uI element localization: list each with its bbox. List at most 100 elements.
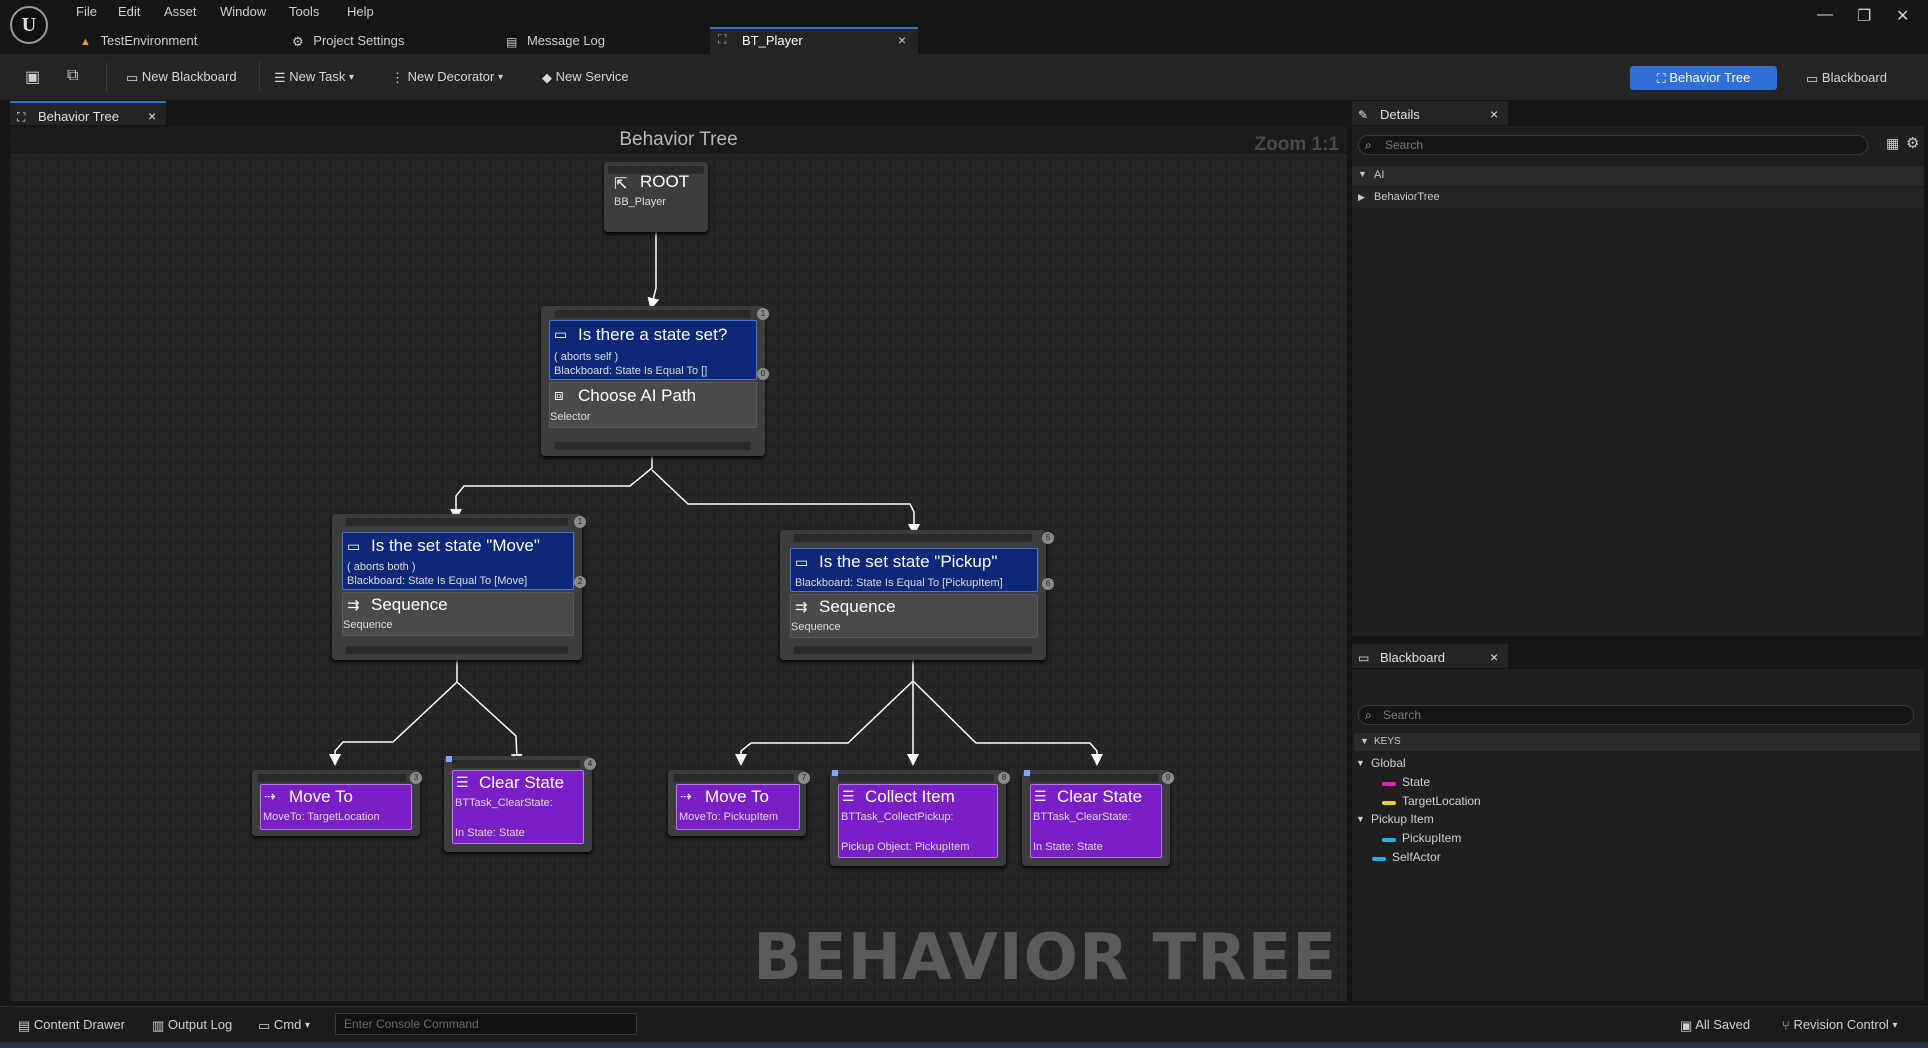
blackboard-tab[interactable]: ▭ Blackboard × xyxy=(1352,644,1508,668)
composite-sequence[interactable]: ⇉ Sequence Sequence xyxy=(342,592,574,636)
menu-tools[interactable]: Tools xyxy=(289,4,320,19)
key-group-global[interactable]: Global xyxy=(1371,756,1406,770)
blackboard-panel: ⌕ Search ▼ KEYS ▼ Global State TargetLoc… xyxy=(1352,669,1924,1001)
console-input[interactable]: Enter Console Command xyxy=(335,1013,637,1035)
decorator-title: Is there a state set? xyxy=(578,325,728,344)
node-title: ROOT xyxy=(640,172,690,191)
node-sequence-pickup[interactable]: ▭ Is the set state "Pickup" Blackboard: … xyxy=(780,530,1054,660)
chevron-right-icon: ▶ xyxy=(1358,192,1365,202)
minimize-button[interactable]: — xyxy=(1817,6,1833,23)
chevron-down-icon: ▾ xyxy=(497,72,503,84)
output-log-icon: ▥ xyxy=(152,1017,165,1033)
decorator-state-move[interactable]: ▭ Is the set state "Move" ( aborts both … xyxy=(342,532,574,590)
decorator-state-pickup[interactable]: ▭ Is the set state "Pickup" Blackboard: … xyxy=(790,548,1038,592)
output-log-button[interactable]: ▥ Output Log xyxy=(152,1017,232,1034)
blackboard-decorator-icon: ▭ xyxy=(347,538,361,554)
breakpoint-flag xyxy=(832,770,838,776)
tab-bt-player[interactable]: ⛶ BT_Player × xyxy=(710,27,918,55)
task-clear-state[interactable]: ☰ Clear State BTTask_ClearState: In Stat… xyxy=(452,770,584,844)
save-icon[interactable]: ▣ xyxy=(25,69,41,86)
execution-index: 3 xyxy=(410,772,422,784)
settings-icon[interactable]: ⚙ xyxy=(1906,135,1920,152)
node-move-to-location[interactable]: ⇢ Move To MoveTo: TargetLocation 3 xyxy=(252,770,422,836)
key-type-swatch xyxy=(1382,838,1396,842)
close-tab-icon[interactable]: × xyxy=(1490,649,1499,665)
decorator-condition: Blackboard: State Is Equal To [] xyxy=(554,365,708,377)
menu-help[interactable]: Help xyxy=(347,4,374,19)
key-group-pickup-item[interactable]: Pickup Item xyxy=(1371,812,1434,826)
composite-selector[interactable]: ⧈ Choose AI Path Selector xyxy=(549,382,757,428)
new-blackboard-button[interactable]: ▭ New Blackboard xyxy=(126,69,237,86)
graph-tab[interactable]: ⛶ Behavior Tree × xyxy=(10,101,166,125)
node-sequence-move[interactable]: ▭ Is the set state "Move" ( aborts both … xyxy=(332,514,586,660)
tab-label: Message Log xyxy=(526,33,606,48)
key-pickup-item[interactable]: PickupItem xyxy=(1402,831,1462,845)
close-window-button[interactable]: ✕ xyxy=(1896,8,1910,25)
details-tab[interactable]: ✎ Details × xyxy=(1352,101,1508,125)
revision-control-button[interactable]: ⑂ Revision Control ▾ xyxy=(1782,1017,1897,1033)
blackboard-decorator-icon: ▭ xyxy=(554,326,568,342)
tab-label: BT_Player xyxy=(742,33,803,48)
mode-behavior-tree-button[interactable]: ⛶ Behavior Tree xyxy=(1630,66,1777,90)
details-row-behavior-tree[interactable]: ▶ BehaviorTree xyxy=(1352,188,1924,208)
node-clear-state-pickup[interactable]: ☰ Clear State BTTask_ClearState: In Stat… xyxy=(1022,770,1174,866)
tab-message-log[interactable]: ▤ Message Log xyxy=(506,29,686,53)
chevron-down-icon: ▾ xyxy=(305,1020,311,1032)
node-root[interactable]: ⇱ ROOT BB_Player xyxy=(604,162,708,232)
mode-blackboard-button[interactable]: ▭ Blackboard xyxy=(1806,66,1906,90)
connection-wires xyxy=(329,230,1103,766)
new-decorator-button[interactable]: ⋮ New Decorator ▾ xyxy=(391,69,503,86)
decorator-title: Is the set state "Pickup" xyxy=(819,552,998,571)
input-pin xyxy=(452,760,580,768)
all-saved-button[interactable]: ▣ All Saved xyxy=(1680,1017,1750,1034)
details-category-ai[interactable]: ▼ AI xyxy=(1352,166,1924,186)
menu-window[interactable]: Window xyxy=(220,4,267,19)
tab-test-environment[interactable]: ▲ TestEnvironment xyxy=(80,29,280,53)
decorator-state-set[interactable]: ▭ Is there a state set? ( aborts self ) … xyxy=(549,320,757,380)
level-icon: ▲ xyxy=(80,35,91,48)
menu-asset[interactable]: Asset xyxy=(164,4,197,19)
menu-file[interactable]: File xyxy=(76,4,97,19)
close-tab-icon[interactable]: × xyxy=(898,32,907,48)
button-label: New Service xyxy=(555,69,629,84)
node-clear-state-move[interactable]: ☰ Clear State BTTask_ClearState: In Stat… xyxy=(444,756,596,852)
node-choose-ai-path[interactable]: ▭ Is there a state set? ( aborts self ) … xyxy=(541,306,769,456)
task-move-to[interactable]: ⇢ Move To MoveTo: PickupItem xyxy=(676,784,800,830)
menu-edit[interactable]: Edit xyxy=(118,4,141,19)
close-tab-icon[interactable]: × xyxy=(1490,106,1499,122)
key-self-actor[interactable]: SelfActor xyxy=(1392,850,1441,864)
unreal-logo[interactable]: U xyxy=(10,6,48,44)
new-service-button[interactable]: ◆ New Service xyxy=(542,69,629,86)
key-target-location[interactable]: TargetLocation xyxy=(1402,794,1481,808)
keys-header[interactable]: ▼ KEYS xyxy=(1354,733,1920,751)
cmd-dropdown[interactable]: ▭ Cmd ▾ xyxy=(258,1017,310,1034)
node-subtitle: Selector xyxy=(550,411,591,423)
node-property: Pickup Object: PickupItem xyxy=(841,841,970,853)
restore-button[interactable]: ❐ xyxy=(1857,8,1872,25)
details-search-input[interactable]: ⌕ Search xyxy=(1358,135,1868,155)
toolbar-divider xyxy=(106,62,107,92)
blackboard-search-input[interactable]: ⌕ Search xyxy=(1358,705,1914,725)
node-title: Clear State xyxy=(479,773,565,792)
tab-label: TestEnvironment xyxy=(100,33,198,48)
execution-index: 5 xyxy=(1042,532,1054,544)
node-collect-item[interactable]: ☰ Collect Item BTTask_CollectPickup: Pic… xyxy=(830,770,1010,866)
task-collect-item[interactable]: ☰ Collect Item BTTask_CollectPickup: Pic… xyxy=(838,784,998,858)
content-drawer-button[interactable]: ▤ Content Drawer xyxy=(18,1017,125,1034)
close-tab-icon[interactable]: × xyxy=(148,108,157,124)
graph-tab-label: Behavior Tree xyxy=(38,109,119,124)
browse-icon[interactable]: ⧉ xyxy=(67,67,79,84)
tab-project-settings[interactable]: ⚙ Project Settings xyxy=(292,29,472,53)
task-clear-state[interactable]: ☰ Clear State BTTask_ClearState: In Stat… xyxy=(1030,784,1162,858)
node-subtitle: BB_Player xyxy=(614,196,666,208)
table-view-icon[interactable]: ▦ xyxy=(1886,135,1900,151)
composite-sequence[interactable]: ⇉ Sequence Sequence xyxy=(790,594,1038,638)
graph-canvas[interactable]: Behavior Tree Zoom 1:1 ⇱ ROOT BB_Player … xyxy=(10,126,1347,1001)
task-move-to[interactable]: ⇢ Move To MoveTo: TargetLocation xyxy=(260,784,412,830)
new-task-button[interactable]: ☰ New Task ▾ xyxy=(274,69,354,86)
node-move-to-pickup[interactable]: ⇢ Move To MoveTo: PickupItem 7 xyxy=(668,770,810,836)
key-state[interactable]: State xyxy=(1402,775,1431,789)
decorator-abort: ( aborts both ) xyxy=(347,561,416,573)
blackboard-icon: ▭ xyxy=(1806,70,1819,86)
graph-title: Behavior Tree xyxy=(10,126,1347,154)
